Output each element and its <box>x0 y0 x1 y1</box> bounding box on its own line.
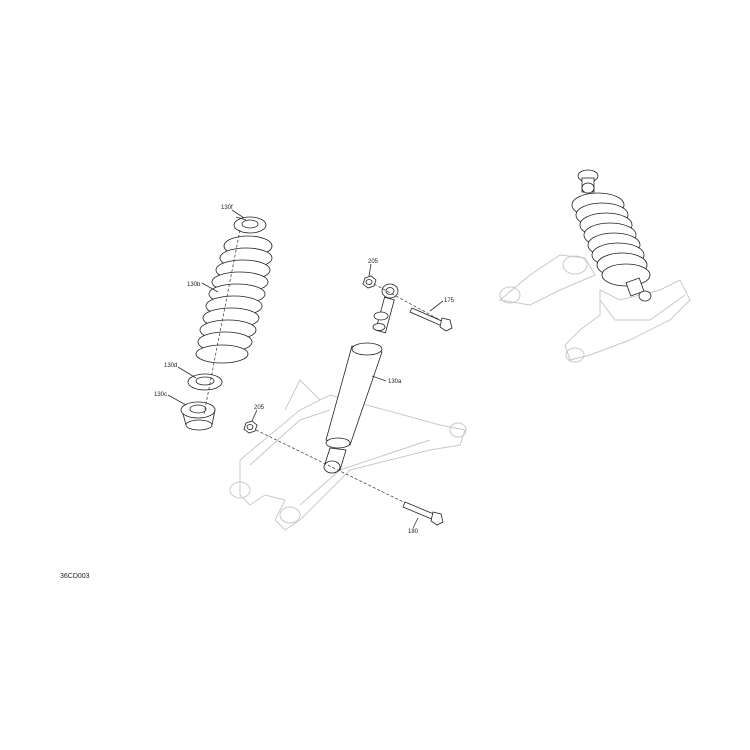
callout-175: 175 <box>444 298 455 304</box>
upper-bolt-axis <box>373 283 441 321</box>
assembled-shock-right <box>571 169 652 302</box>
callout-205-lower: 205 <box>254 405 265 411</box>
nut-205-top <box>362 275 377 289</box>
nut-205-lower <box>243 420 258 434</box>
callout-205-top: 205 <box>368 259 379 265</box>
shock-absorber-130a <box>323 283 399 474</box>
callout-130c: 130c <box>154 392 167 398</box>
bolt-180 <box>402 501 444 526</box>
bolt-175 <box>409 307 453 332</box>
callout-130d: 130d <box>164 363 177 369</box>
spring-retainer-130f <box>233 216 267 234</box>
drawing-id: 36CD003 <box>60 573 90 580</box>
coil-spring-130b <box>195 235 273 364</box>
spring-adjuster-130c <box>180 401 216 431</box>
ghost-a-arm-right <box>498 254 691 363</box>
callout-130f: 130f <box>221 205 233 211</box>
callout-130b: 130b <box>187 282 201 288</box>
callout-180: 180 <box>408 529 419 535</box>
leader-lines <box>167 209 444 529</box>
spring-seat-130d <box>187 373 223 391</box>
spring-axis <box>203 229 241 415</box>
lower-bolt-axis <box>255 429 431 516</box>
callout-130a: 130a <box>388 379 402 385</box>
